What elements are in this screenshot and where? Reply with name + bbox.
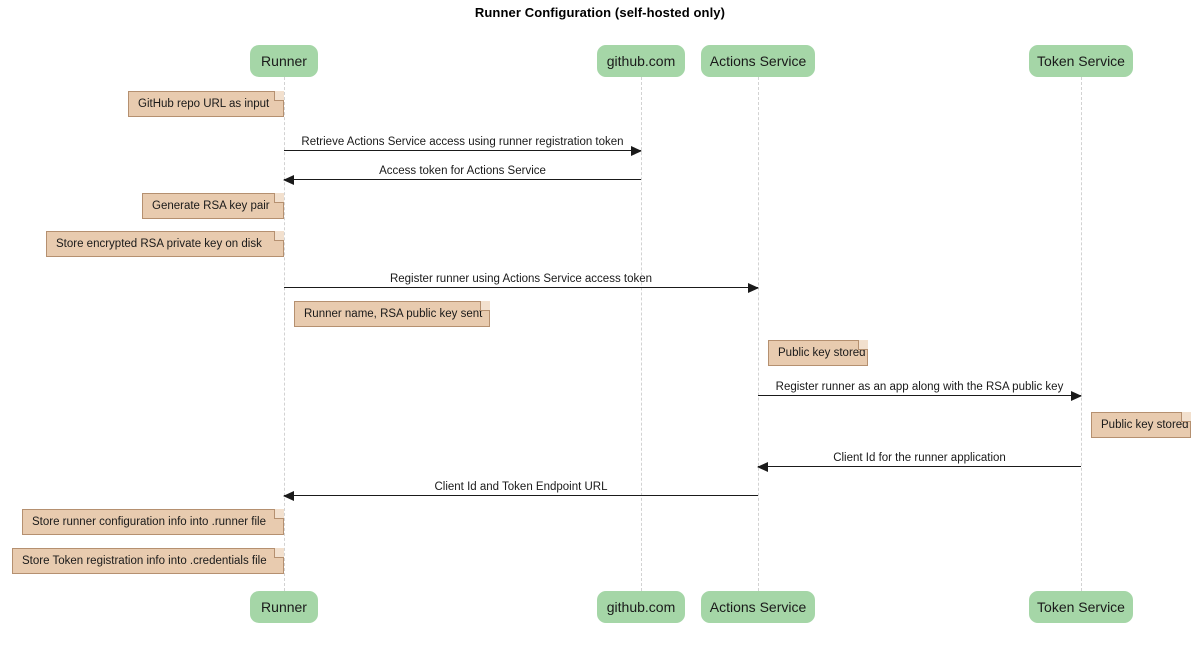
participant-label: Actions Service	[709, 599, 807, 615]
participant-label: Actions Service	[709, 53, 807, 69]
participant-actions-bottom[interactable]: Actions Service	[701, 591, 815, 623]
participant-label: Runner	[261, 599, 307, 615]
note-text: Store Token registration info into .cred…	[22, 555, 267, 567]
note-runner-name-key: Runner name, RSA public key sent	[294, 301, 490, 327]
note-github-repo-url: GitHub repo URL as input	[128, 91, 284, 117]
note-public-key-2: Public key stored	[1091, 412, 1191, 438]
message-label: Register runner as an app along with the…	[775, 381, 1064, 393]
participant-token-top[interactable]: Token Service	[1029, 45, 1133, 77]
msg-client-id: Client Id for the runner application	[757, 452, 1081, 472]
note-text: GitHub repo URL as input	[138, 98, 270, 110]
note-fold-corner-icon	[274, 509, 284, 519]
participant-label: github.com	[606, 53, 676, 69]
arrow-head-icon	[283, 491, 294, 501]
message-label: Client Id and Token Endpoint URL	[434, 481, 608, 493]
participant-token-bottom[interactable]: Token Service	[1029, 591, 1133, 623]
participant-runner-top[interactable]: Runner	[250, 45, 318, 77]
note-fold-corner-icon	[1181, 412, 1191, 422]
page-title: Runner Configuration (self-hosted only)	[474, 5, 726, 20]
participant-github-top[interactable]: github.com	[597, 45, 685, 77]
arrow-head-icon	[757, 462, 768, 472]
message-label: Client Id for the runner application	[833, 452, 1006, 464]
note-fold-corner-icon	[274, 193, 284, 203]
note-generate-rsa: Generate RSA key pair	[142, 193, 284, 219]
participant-github-bottom[interactable]: github.com	[597, 591, 685, 623]
lifeline-actions	[758, 77, 759, 591]
msg-client-id-endpoint: Client Id and Token Endpoint URL	[283, 481, 758, 501]
arrow-head-icon	[748, 283, 759, 293]
arrow-head-icon	[283, 175, 294, 185]
note-fold-corner-icon	[274, 548, 284, 558]
note-text: Generate RSA key pair	[152, 200, 270, 212]
note-fold-corner-icon	[274, 91, 284, 101]
participant-label: github.com	[606, 599, 676, 615]
message-label: Access token for Actions Service	[379, 165, 546, 177]
note-store-private-key: Store encrypted RSA private key on disk	[46, 231, 284, 257]
participant-runner-bottom[interactable]: Runner	[250, 591, 318, 623]
arrow-head-icon	[1071, 391, 1082, 401]
arrow-head-icon	[631, 146, 642, 156]
note-public-key-1: Public key stored	[768, 340, 868, 366]
msg-register-runner: Register runner using Actions Service ac…	[284, 273, 759, 293]
lifeline-github	[641, 77, 642, 591]
note-text: Store runner configuration info into .ru…	[32, 516, 266, 528]
note-fold-corner-icon	[274, 231, 284, 241]
note-store-credentials: Store Token registration info into .cred…	[12, 548, 284, 574]
msg-retrieve-actions-access: Retrieve Actions Service access using ru…	[284, 136, 642, 156]
msg-access-token: Access token for Actions Service	[283, 165, 641, 185]
message-label: Retrieve Actions Service access using ru…	[301, 136, 624, 148]
note-text: Public key stored	[778, 347, 866, 359]
note-store-runner-file: Store runner configuration info into .ru…	[22, 509, 284, 535]
note-text: Public key stored	[1101, 419, 1189, 431]
note-text: Store encrypted RSA private key on disk	[56, 238, 262, 250]
lifeline-runner	[284, 77, 285, 591]
participant-label: Token Service	[1037, 599, 1125, 615]
participant-label: Runner	[261, 53, 307, 69]
participant-label: Token Service	[1037, 53, 1125, 69]
note-fold-corner-icon	[480, 301, 490, 311]
note-text: Runner name, RSA public key sent	[304, 308, 483, 320]
note-fold-corner-icon	[858, 340, 868, 350]
participant-actions-top[interactable]: Actions Service	[701, 45, 815, 77]
msg-register-app: Register runner as an app along with the…	[758, 381, 1082, 401]
lifeline-token	[1081, 77, 1082, 591]
message-label: Register runner using Actions Service ac…	[389, 273, 653, 285]
